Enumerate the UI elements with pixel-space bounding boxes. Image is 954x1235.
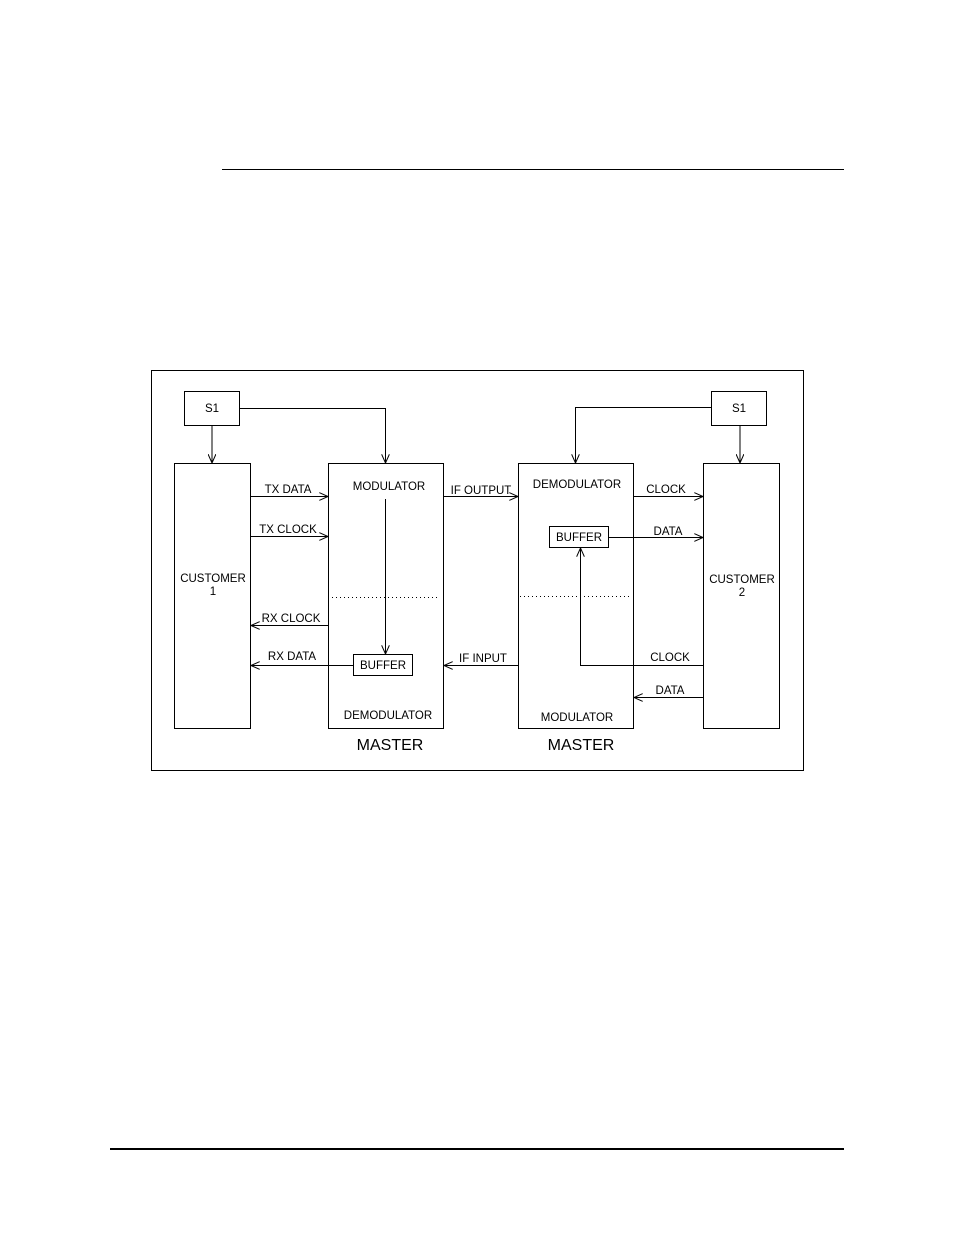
s1-left-label: S1 bbox=[205, 403, 219, 415]
customer-1-number: 1 bbox=[210, 586, 216, 598]
master-right-demodulator-label: DEMODULATOR bbox=[533, 479, 621, 491]
clock-in-to-buffer-arrow bbox=[581, 548, 703, 666]
s1-right-to-demodulator-arrow bbox=[576, 407, 711, 464]
rx-data-label: RX DATA bbox=[268, 651, 316, 663]
master-right-buffer-label: BUFFER bbox=[556, 532, 602, 544]
master-left-caption: MASTER bbox=[357, 737, 424, 754]
customer-2-label: CUSTOMER bbox=[709, 574, 775, 586]
rx-clock-label: RX CLOCK bbox=[262, 613, 321, 625]
data-in-label: DATA bbox=[656, 685, 685, 697]
master-left-modulator-label: MODULATOR bbox=[353, 481, 425, 493]
master-right-caption: MASTER bbox=[548, 737, 615, 754]
tx-data-label: TX DATA bbox=[265, 484, 312, 496]
master-right-modulator-label: MODULATOR bbox=[541, 712, 613, 724]
customer-1-label: CUSTOMER bbox=[180, 573, 246, 585]
s1-right-label: S1 bbox=[732, 403, 746, 415]
master-left-demodulator-label: DEMODULATOR bbox=[344, 710, 432, 722]
customer-1-block: CUSTOMER 1 bbox=[174, 463, 251, 729]
clock-in-label: CLOCK bbox=[650, 652, 690, 664]
s1-left-block: S1 bbox=[184, 391, 240, 426]
customer-2-number: 2 bbox=[739, 587, 745, 599]
s1-left-to-modulator-arrow bbox=[240, 408, 386, 464]
if-output-label: IF OUTPUT bbox=[451, 485, 512, 497]
if-input-label: IF INPUT bbox=[459, 653, 507, 665]
diagram-frame bbox=[151, 370, 804, 771]
footer-rule bbox=[110, 1148, 844, 1150]
header-rule bbox=[222, 169, 844, 170]
master-right-block: DEMODULATOR BUFFER MODULATOR bbox=[518, 463, 634, 729]
tx-clock-label: TX CLOCK bbox=[259, 524, 317, 536]
data-out-label: DATA bbox=[654, 526, 683, 538]
s1-right-block: S1 bbox=[711, 391, 767, 426]
master-left-buffer-label: BUFFER bbox=[360, 660, 406, 672]
master-left-block: MODULATOR BUFFER DEMODULATOR bbox=[328, 463, 444, 729]
customer-2-block: CUSTOMER 2 bbox=[703, 463, 780, 729]
clock-out-label: CLOCK bbox=[646, 484, 686, 496]
